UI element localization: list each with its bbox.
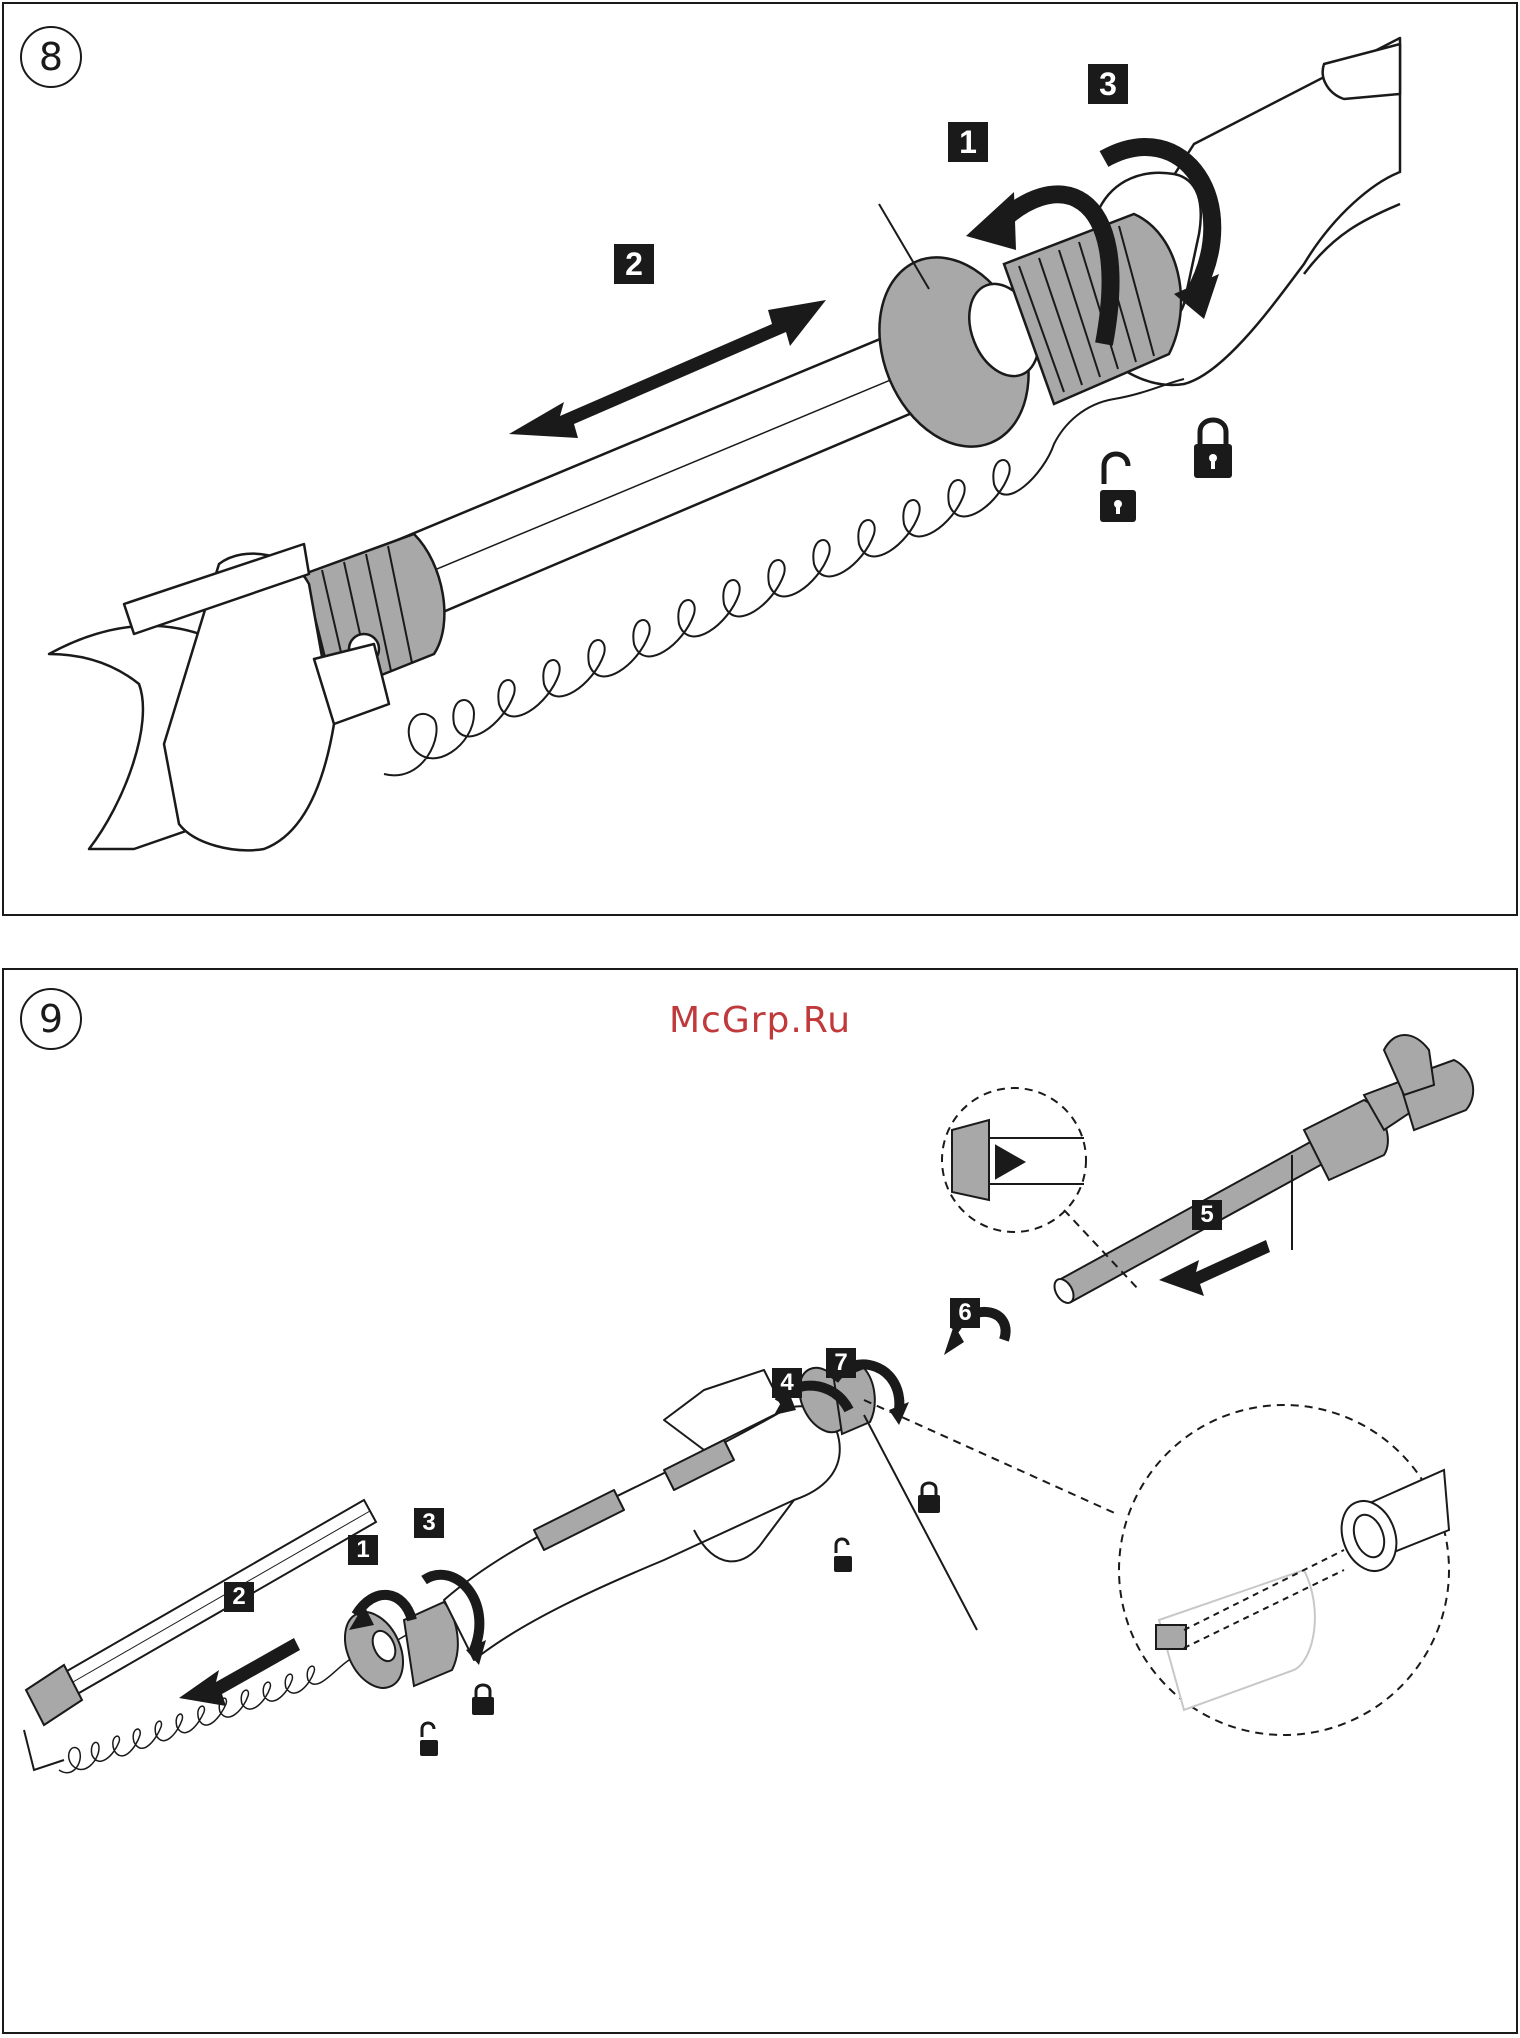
step-4-badge: 4	[772, 1368, 802, 1398]
step-3-badge: 3	[1088, 64, 1128, 104]
figure-9-illustration	[4, 970, 1518, 2034]
padlock-unlocked-icon	[834, 1539, 852, 1572]
step-1-badge: 1	[348, 1535, 378, 1565]
padlock-locked-icon	[1194, 420, 1232, 478]
figure-8-illustration	[4, 4, 1518, 916]
step-5-badge: 5	[1192, 1200, 1222, 1230]
figure-9-panel: 9 McGrp.Ru	[2, 968, 1518, 2034]
figure-8-panel: 8	[2, 2, 1518, 916]
padlock-unlocked-icon	[1100, 454, 1136, 522]
step-3-badge: 3	[414, 1508, 444, 1538]
padlock-locked-icon	[918, 1483, 940, 1513]
step-7-badge: 7	[826, 1348, 856, 1378]
padlock-locked-icon	[472, 1685, 494, 1715]
padlock-unlocked-icon	[420, 1723, 438, 1756]
step-1-badge: 1	[948, 122, 988, 162]
step-6-badge: 6	[950, 1298, 980, 1328]
step-2-badge: 2	[614, 244, 654, 284]
step-2-badge: 2	[224, 1582, 254, 1612]
